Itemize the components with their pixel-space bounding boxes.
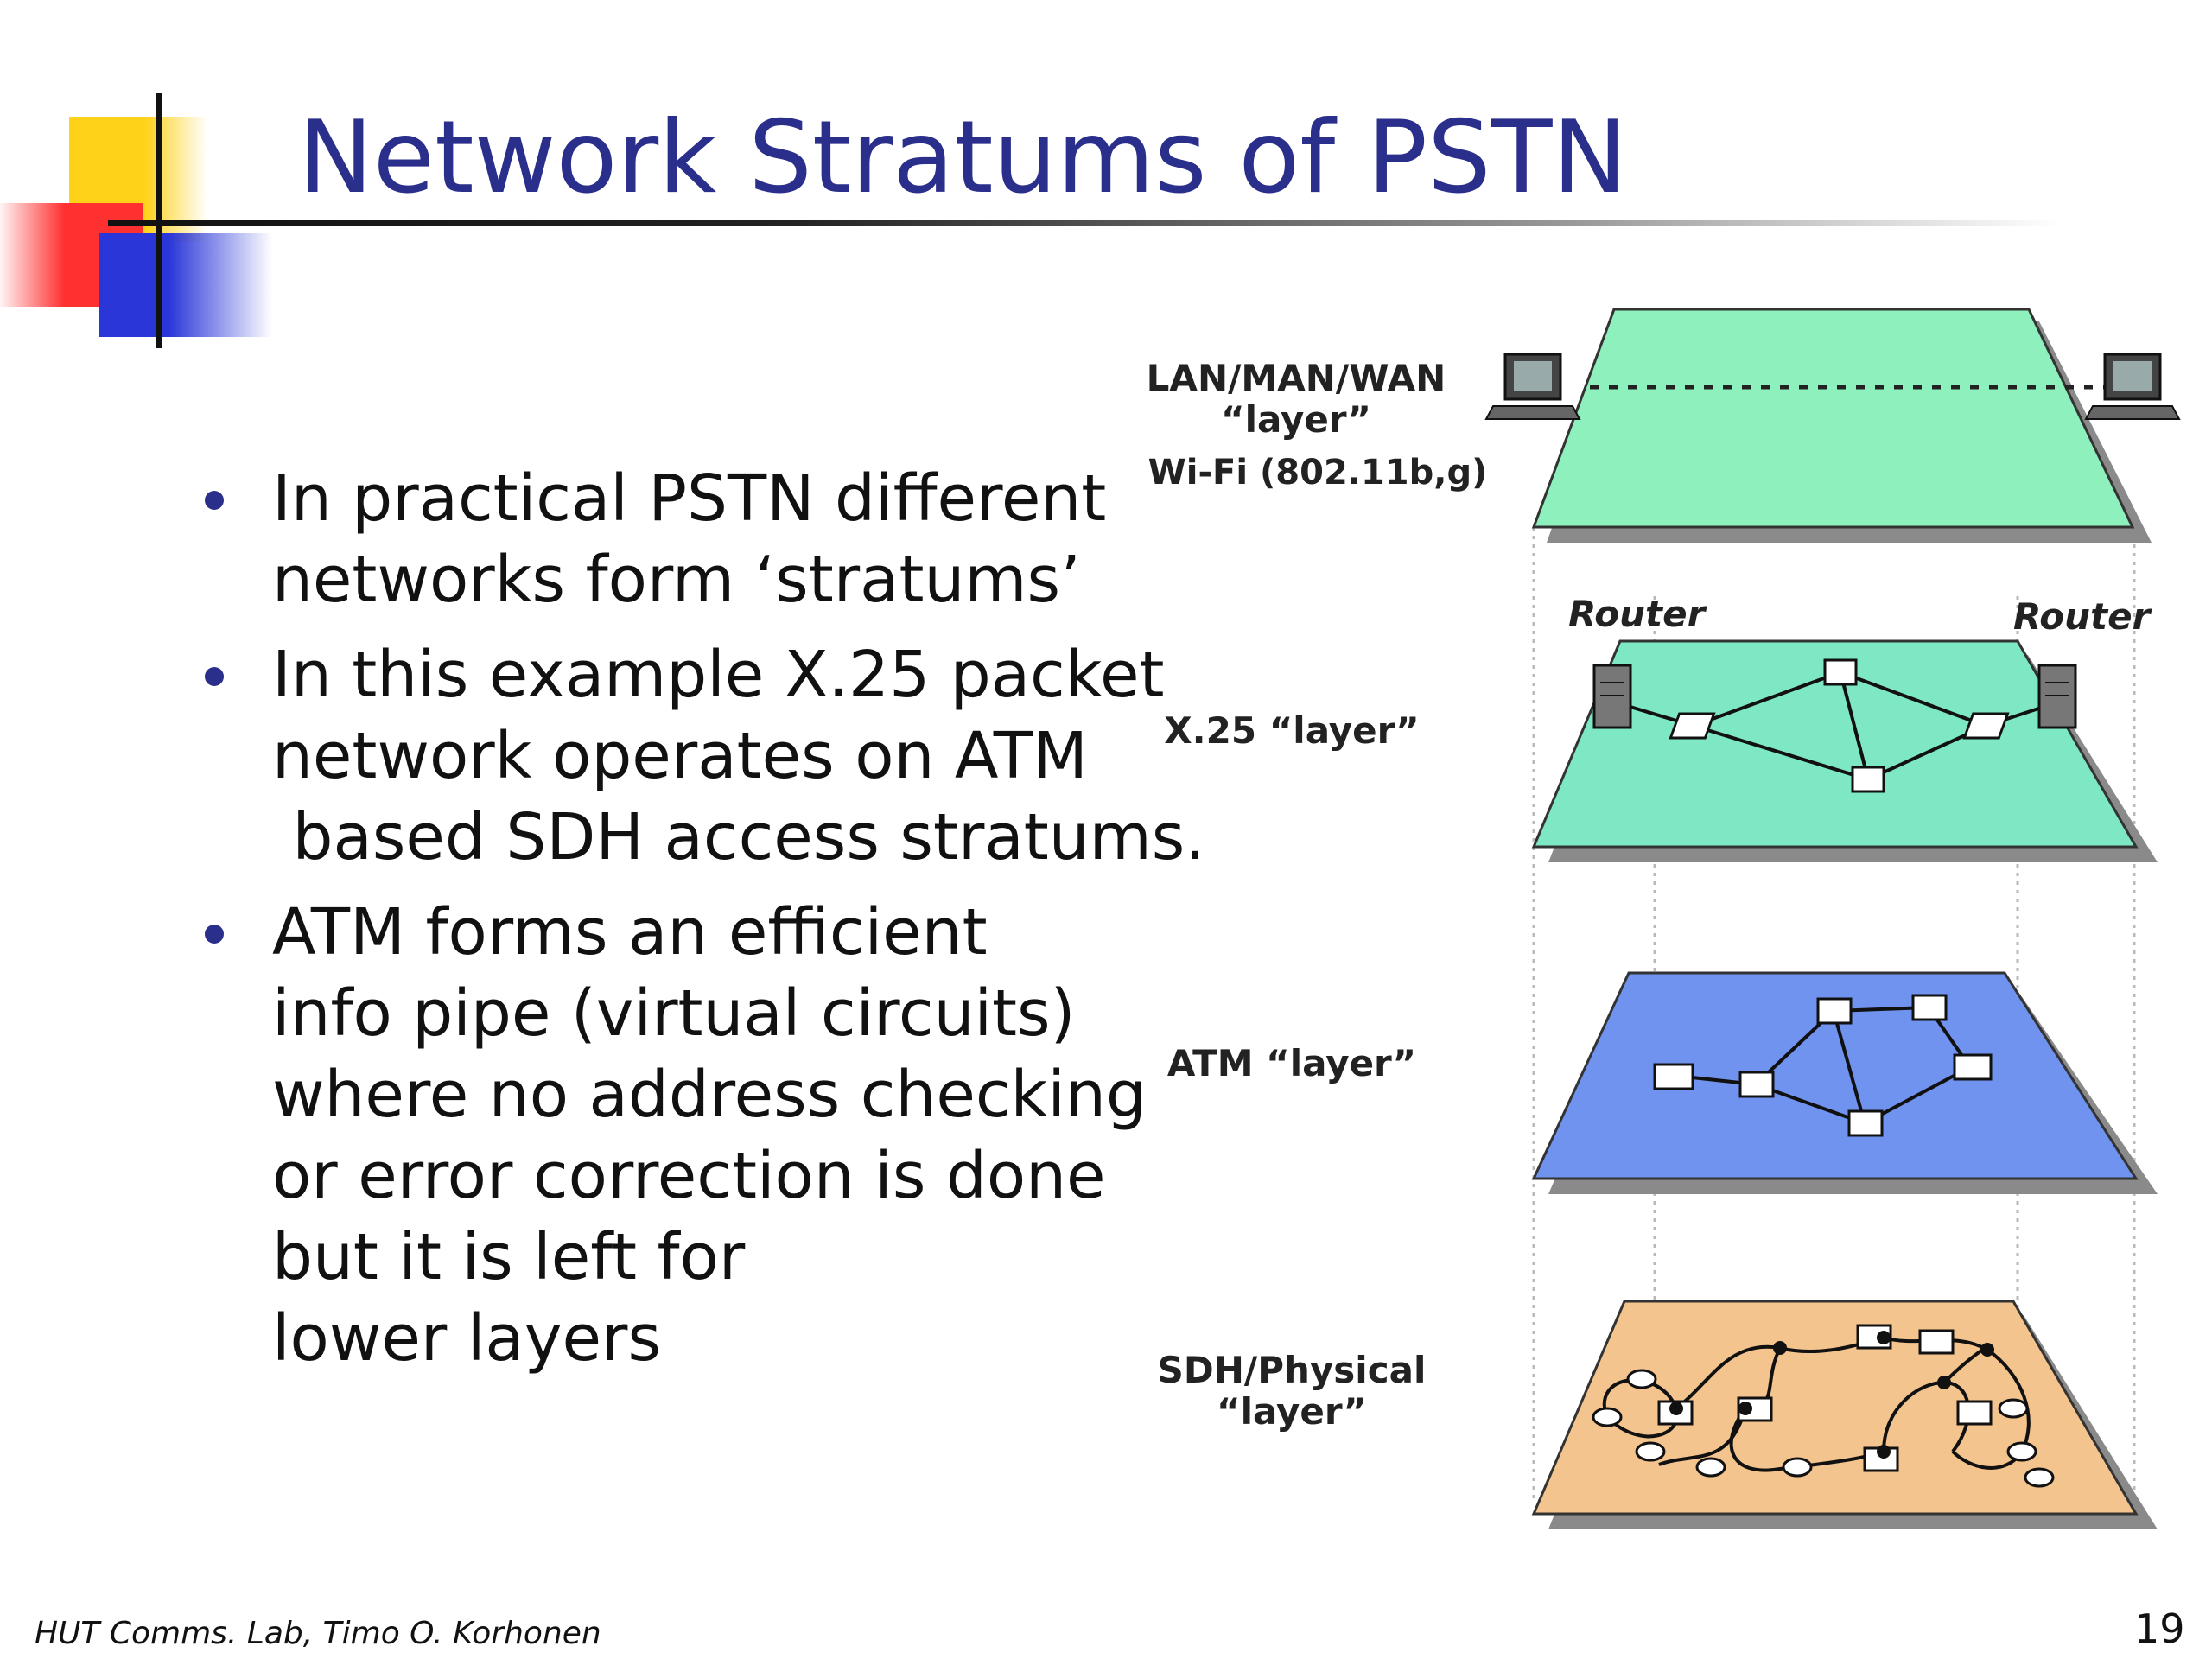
- footer-credit: HUT Comms. Lab, Timo O. Korhonen: [35, 1616, 601, 1651]
- sdh-layer-label-line1: SDH/Physical: [1158, 1349, 1427, 1391]
- bullet-line: or error correction is done: [272, 1139, 1106, 1213]
- router-icon: [1592, 664, 1632, 729]
- computer-icon: [1484, 353, 1581, 420]
- bullet-item: In practical PSTN different networks for…: [186, 458, 1154, 620]
- bullet-line: lower layers: [272, 1301, 662, 1376]
- router-label-right: Router: [2013, 595, 2152, 638]
- atm-layer-plane: [1531, 971, 2139, 1180]
- atm-layer-label: ATM “layer”: [1167, 1042, 1416, 1084]
- sdh-layer-label-line2: “layer”: [1217, 1390, 1367, 1433]
- router-icon: [2037, 664, 2077, 729]
- bullet-line: ATM forms an efficient: [272, 895, 988, 969]
- bullet-line: network operates on ATM: [272, 719, 1088, 793]
- atm-layer: ATM “layer”: [1167, 971, 2158, 1194]
- network-strata-diagram: LAN/MAN/WAN “layer” Wi-Fi (802.11b,g): [1147, 308, 2181, 1529]
- bullet-line: In this example X.25 packet: [272, 638, 1165, 712]
- lan-layer-label-line1: LAN/MAN/WAN: [1147, 357, 1446, 399]
- slide-title: Network Stratums of PSTN: [298, 99, 1628, 216]
- wifi-label: Wi-Fi (802.11b,g): [1148, 453, 1488, 493]
- bullet-item: In this example X.25 packet network oper…: [186, 634, 1205, 878]
- lan-layer-label-line2: “layer”: [1221, 398, 1371, 441]
- lan-layer: LAN/MAN/WAN “layer” Wi-Fi (802.11b,g): [1147, 308, 2181, 543]
- bullet-list: In practical PSTN different networks for…: [186, 458, 1205, 1393]
- bullet-item: ATM forms an efficient info pipe (virtua…: [186, 892, 1154, 1379]
- title-underline: [108, 220, 2061, 226]
- bullet-line: where no address checking: [272, 1058, 1147, 1132]
- bullet-line: info pipe (virtual circuits): [272, 976, 1076, 1051]
- x25-layer-plane: [1531, 639, 2139, 849]
- x25-layer: Router Router X.25 “layer”: [1164, 593, 2158, 862]
- router-label-left: Router: [1568, 593, 1707, 635]
- x25-layer-label: X.25 “layer”: [1164, 709, 1419, 752]
- page-number: 19: [2134, 1605, 2185, 1652]
- layer-guide-lines: [1532, 527, 2136, 1503]
- bullet-line: In practical PSTN different: [272, 461, 1107, 536]
- sdh-layer: SDH/Physical “layer”: [1158, 1300, 2158, 1529]
- lan-layer-plane: [1531, 308, 2135, 529]
- computer-icon: [2084, 353, 2181, 420]
- decor-square-blue: [99, 233, 272, 337]
- bullet-line: networks form ‘stratums’: [272, 543, 1081, 617]
- bullet-line: but it is left for: [272, 1220, 746, 1294]
- bullet-line: based SDH access stratums.: [272, 800, 1205, 874]
